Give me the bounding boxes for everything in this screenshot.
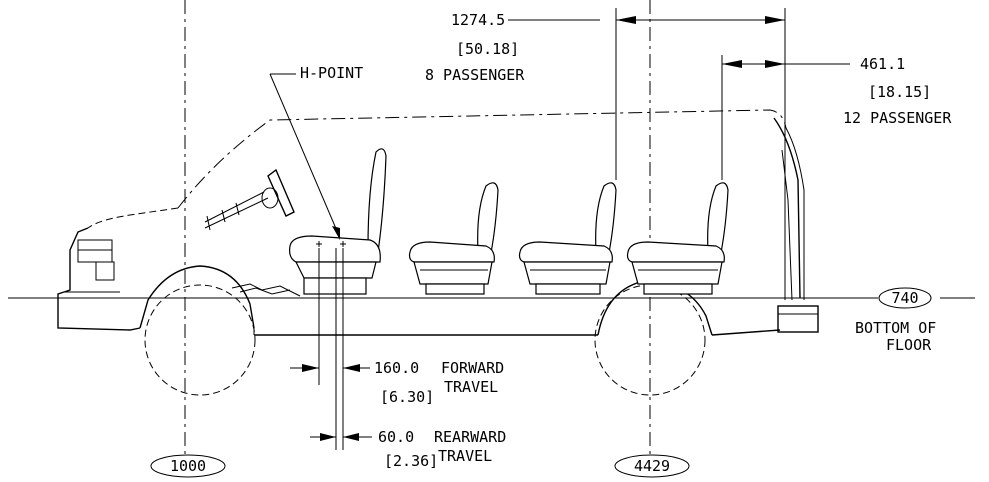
steering-column-b [204,191,265,223]
rear-caption: 12 PASSENGER [843,109,952,127]
overall-in: [50.18] [456,40,519,58]
passenger-seat-1 [408,182,499,295]
rear-pillar [781,149,793,301]
rearward-caption: REARWARD [434,428,506,446]
seat-travel-dimensions: 160.0 FORWARD [6.30] TRAVEL 60.0 REARWAR… [290,248,506,470]
seat-2-back [595,182,617,259]
front-wheel [144,284,256,396]
forward-in: [6.30] [380,388,434,406]
tag-front-axle-text: 1000 [170,457,206,475]
rear-door [773,117,801,299]
rwd-arrow-l [320,433,336,441]
rearward-mm: 60.0 [378,428,414,446]
front-wheel-arch [139,265,255,329]
passenger-seat-3 [626,182,729,295]
grille [95,261,115,281]
overall-caption: 8 PASSENGER [425,66,525,84]
column-mark-3 [235,202,240,216]
driver-seat-track [303,277,367,295]
seat-2-foot [535,283,601,295]
steering-column [204,197,269,229]
tag-front-axle: 1000 [150,454,226,478]
column-mark-1 [206,215,211,231]
steering-hub [261,187,279,209]
rear-in: [18.15] [868,83,931,101]
steering-wheel [267,168,295,217]
tag-floor: 740 [878,287,932,309]
tag-floor-text: 740 [891,289,918,307]
driver-seat-cushion [289,235,381,263]
headlamp [77,239,113,263]
pedal-area-b [239,287,291,295]
rear-door-outer [785,127,805,300]
rearward-in: [2.36] [384,452,438,470]
seat-2-frame [523,261,611,285]
forward-caption2: TRAVEL [444,378,498,396]
seat-3-back [707,182,729,259]
tag-rear-axle-text: 4429 [634,457,670,475]
h-point-label: H-POINT [300,64,363,82]
tag-front-axle-outline [150,454,226,478]
van-front-end [57,227,141,331]
forward-mm: 160.0 [374,359,419,377]
seat-3-foot [643,283,713,295]
van-roof-outline [177,109,787,209]
seat-1-back [477,182,499,259]
arrow-right [765,16,785,24]
arrow-left [616,16,636,24]
overall-mm: 1274.5 [451,11,505,29]
van-body [57,109,819,336]
h-point-arrow [332,226,340,240]
tag-rear-axle-outline [614,454,690,478]
rearward-caption2: TRAVEL [438,447,492,465]
h-point-leader [269,73,341,239]
rear-bumper [777,305,819,333]
h-point-callout: H-POINT [269,64,363,240]
tag-floor-outline [878,287,932,309]
dimension-overall: 1274.5 [50.18] 8 PASSENGER [425,8,786,300]
driver-seat-back [367,148,387,253]
column-mark-2 [221,209,226,223]
dimension-rear: 461.1 [18.15] 12 PASSENGER [721,55,952,180]
fwd-arrow-l [302,364,319,372]
seat-3-cushion [626,241,725,263]
floor-label-1: BOTTOM OF [855,319,936,337]
driver-seat [289,148,387,295]
forward-caption: FORWARD [441,359,504,377]
seat-3-frame [631,261,723,285]
fwd-arrow-r [343,364,360,372]
rwd-arrow-r [343,433,359,441]
rear-sill [711,329,781,336]
seat-2-cushion [518,241,613,263]
seat-1-frame [413,261,493,285]
steering-assembly [204,168,295,231]
van-hood [87,207,179,229]
arrow-rear-right [765,60,785,68]
seat-1-foot [425,283,485,295]
arrow-rear-left [722,60,742,68]
seat-1-cushion [408,241,495,263]
tag-rear-axle: 4429 [614,454,690,478]
floor-label-2: FLOOR [886,336,932,354]
passenger-seat-2 [518,182,617,295]
rear-mm: 461.1 [860,55,905,73]
